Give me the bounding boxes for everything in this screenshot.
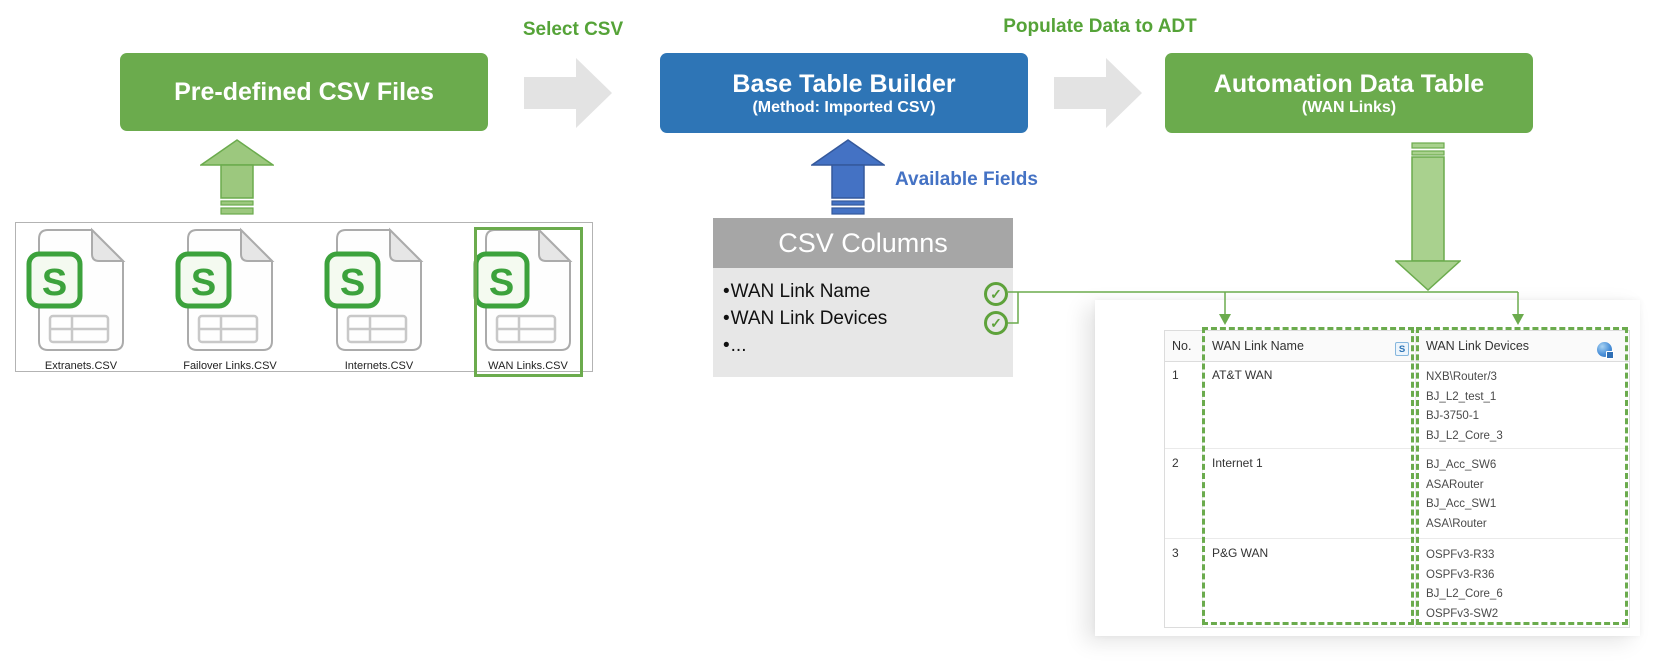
bullet-icon: • [723, 281, 730, 302]
mapping-connector-lines [1008, 291, 1524, 325]
automation-data-table-title: Automation Data Table [1213, 69, 1485, 98]
csv-columns-box: CSV Columns •WAN Link Name •WAN Link Dev… [713, 218, 1013, 377]
csv-file-label: Failover Links.CSV [183, 360, 277, 372]
checkmark-icon: ✓ [984, 282, 1008, 306]
csv-column-item: •... [723, 335, 747, 356]
wan-link-devices-cell: NXB\Router/3 BJ_L2_test_1 BJ-3750-1 BJ_L… [1426, 368, 1616, 446]
csv-file-failover-links: S Failover Links.CSV [170, 227, 290, 372]
available-fields-label: Available Fields [895, 169, 1038, 190]
wan-link-name-cell: P&G WAN [1212, 546, 1269, 560]
striped-up-arrow-icon [200, 139, 274, 215]
device-name: OSPFv3-R33 [1426, 549, 1495, 561]
base-table-builder-title: Base Table Builder [732, 69, 956, 98]
csv-file-extranets: S Extranets.CSV [21, 227, 141, 372]
csv-columns-header: CSV Columns [713, 218, 1013, 268]
device-name: BJ_L2_Core_3 [1426, 429, 1503, 442]
table-row-number: 3 [1172, 546, 1179, 560]
wan-link-devices-cell: BJ_Acc_SW6 ASARouter BJ_Acc_SW1 ASA\Rout… [1426, 456, 1616, 534]
device-name: BJ_Acc_SW1 [1426, 498, 1497, 510]
device-name: OSPFv3-R36 [1426, 568, 1495, 581]
right-arrow-icon [524, 58, 612, 128]
wan-link-devices-cell: OSPFv3-R33 OSPFv3-R36 BJ_L2_Core_6 OSPFv… [1426, 546, 1616, 624]
device-name: BJ_L2_Core_6 [1426, 588, 1503, 600]
predefined-csv-files-box: Pre-defined CSV Files [120, 53, 488, 131]
spreadsheet-file-icon: S [26, 227, 126, 351]
predefined-csv-files-title: Pre-defined CSV Files [174, 78, 434, 106]
s-badge-icon: S [42, 262, 67, 304]
populate-data-to-adt-label: Populate Data to ADT [1003, 16, 1197, 37]
csv-files-panel: S Extranets.CSV S Failover Links.CSV [15, 222, 593, 377]
spreadsheet-file-icon: S [473, 227, 573, 351]
device-name: BJ_Acc_SW6 [1426, 459, 1497, 471]
base-table-builder-box: Base Table Builder (Method: Imported CSV… [660, 53, 1028, 133]
s-badge-icon: S [1395, 342, 1409, 356]
base-table-builder-subtitle: (Method: Imported CSV) [752, 98, 936, 116]
checkmark-icon: ✓ [984, 311, 1008, 335]
column-header-no: No. [1172, 339, 1192, 353]
s-badge-icon: S [191, 262, 216, 304]
csv-file-wan-links: S WAN Links.CSV [468, 227, 588, 372]
spreadsheet-file-icon: S [175, 227, 275, 351]
spreadsheet-file-icon: S [324, 227, 424, 351]
bullet-icon: • [723, 308, 730, 329]
csv-file-label: Extranets.CSV [44, 360, 118, 372]
striped-up-arrow-icon [811, 139, 885, 215]
select-csv-label: Select CSV [522, 19, 624, 40]
wan-link-name-cell: AT&T WAN [1212, 368, 1273, 382]
bullet-icon: • [723, 335, 730, 356]
csv-file-internets: S Internets.CSV [319, 227, 439, 372]
wan-link-name-cell: Internet 1 [1212, 456, 1263, 470]
csv-file-label: WAN Links.CSV [488, 360, 568, 372]
csv-column-item: •WAN Link Devices [723, 308, 888, 329]
device-name: ASA\Router [1426, 517, 1487, 530]
globe-icon [1597, 342, 1614, 359]
automation-data-table-box: Automation Data Table (WAN Links) [1165, 53, 1533, 133]
csv-column-item: •WAN Link Name [723, 281, 871, 302]
device-name: OSPFv3-SW2 [1426, 607, 1499, 620]
device-name: ASARouter [1426, 478, 1484, 491]
table-row-number: 1 [1172, 368, 1179, 382]
table-row-number: 2 [1172, 456, 1179, 470]
device-name: BJ_L2_test_1 [1426, 390, 1497, 403]
csv-columns-list: •WAN Link Name •WAN Link Devices •... [713, 268, 1013, 377]
right-arrow-icon [1054, 58, 1142, 128]
device-name: BJ-3750-1 [1426, 410, 1480, 422]
column-header-wan-link-devices: WAN Link Devices [1426, 339, 1530, 353]
striped-down-arrow-icon [1395, 142, 1461, 292]
device-name: NXB\Router/3 [1426, 371, 1497, 383]
s-badge-icon: S [489, 262, 514, 304]
column-header-wan-link-name: WAN Link Name [1212, 339, 1304, 353]
automation-data-table-subtitle: (WAN Links) [1301, 98, 1397, 116]
s-badge-icon: S [340, 262, 365, 304]
csv-file-label: Internets.CSV [344, 360, 414, 372]
